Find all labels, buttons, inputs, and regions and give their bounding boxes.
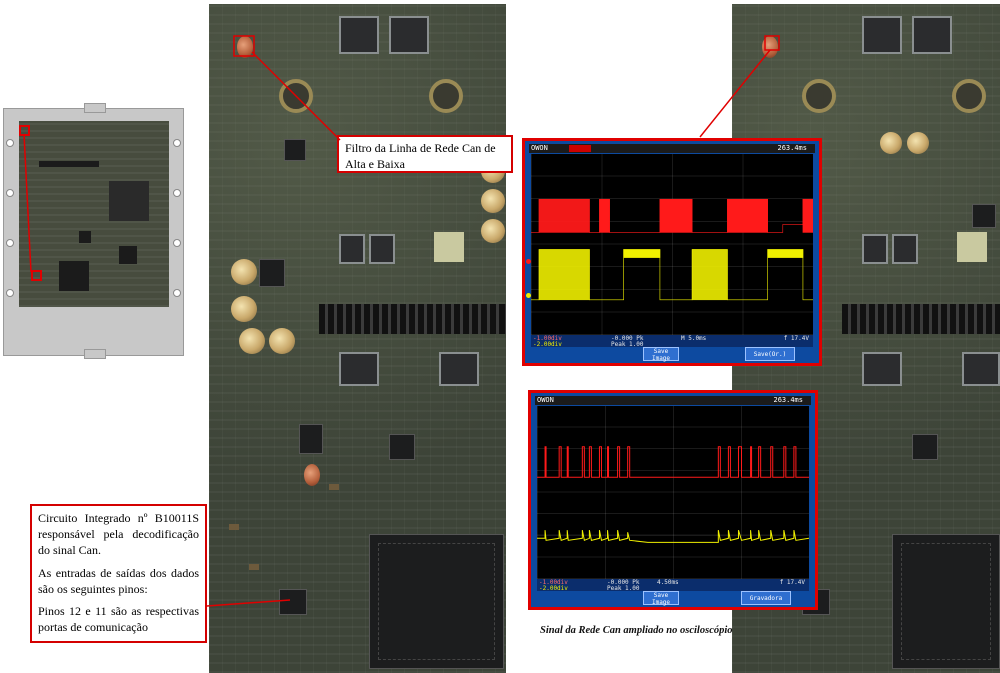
oscilloscope-bottom: OWON 263.4ms -1.00div -2.00div -0.000 Pk…: [528, 390, 818, 610]
trace-can-low-zoom: [537, 530, 809, 543]
oscilloscope-top: OWON 263.4ms -1.00div -2.00d: [522, 138, 822, 366]
callout-ic-pins-intro: As entradas de saídas dos dados são os s…: [38, 565, 199, 596]
scope-bottom-status: -1.00div -2.00div -0.000 Pk Peak 1.00 4.…: [537, 579, 809, 592]
scope-caption: Sinal da Rede Can ampliado no osciloscóp…: [540, 625, 733, 636]
board-mount-tab: [84, 349, 106, 359]
scope-top-traces: [531, 198, 813, 301]
board-hole: [6, 189, 14, 197]
callout-can-filter: Filtro da Linha de Rede Can de Alta e Ba…: [337, 135, 513, 173]
callout-ic-pins-detail: Pinos 12 e 11 são as respectivas portas …: [38, 603, 199, 635]
scope-brand: OWON: [531, 144, 548, 152]
scope-softkey-right[interactable]: Save(Or.): [745, 347, 795, 361]
board-hole: [173, 189, 181, 197]
ch2-level-marker: [526, 293, 531, 298]
thumbnail-marker-ic: [31, 270, 42, 281]
save-image-button[interactable]: Save Image: [643, 347, 679, 362]
board-hole: [173, 239, 181, 247]
board-hole: [173, 139, 181, 147]
timebase: 4.50ms: [657, 579, 679, 586]
thumbnail-marker-filter: [19, 125, 30, 136]
ecu-board-thumbnail: [3, 103, 184, 359]
scope-bottom-header: OWON 263.4ms: [535, 396, 811, 405]
callout-can-filter-line1: Filtro da Linha de Rede Can de: [345, 141, 496, 155]
board-hole: [6, 139, 14, 147]
board-hole: [6, 289, 14, 297]
callout-can-filter-line2: Alta e Baixa: [345, 157, 405, 172]
trigger-level: f 17.4V: [783, 335, 809, 342]
board-mount-tab: [84, 103, 106, 113]
scope-top-header: OWON 263.4ms: [529, 144, 815, 153]
ch1-extra: -0.000 Pk: [611, 335, 644, 342]
ch1-scale: -1.00div: [533, 335, 562, 342]
pcb-closeup-left: [209, 4, 506, 673]
scope-time-readout: 263.4ms: [773, 396, 803, 404]
ch1-level-marker: [526, 259, 531, 264]
ch1-scale: -1.00div: [539, 579, 568, 586]
ch2-scale: -2.00div: [533, 341, 562, 348]
trace-can-high: [531, 198, 813, 233]
ch2-scale: -2.00div: [539, 585, 568, 592]
callout-can-ic: Circuito Integrado nº B10011S responsáve…: [30, 504, 207, 643]
callout-ic-description: Circuito Integrado nº B10011S responsáve…: [38, 511, 199, 558]
scope-bottom-traces: [537, 446, 809, 543]
timebase: M 5.0ms: [681, 335, 707, 342]
save-image-button[interactable]: Save Image: [643, 591, 679, 606]
board-hole: [173, 289, 181, 297]
ch2-extra: Peak 1.00: [607, 585, 640, 592]
trigger-level: f 17.4V: [779, 579, 805, 586]
scope-bottom-screen: [537, 406, 809, 579]
thumbnail-pcb: [19, 121, 169, 307]
ch1-extra: -0.000 Pk: [607, 579, 640, 586]
trace-can-low: [531, 249, 813, 301]
scope-top-status: -1.00div -2.00div -0.000 Pk Peak 1.00 M …: [531, 335, 813, 348]
scope-time-readout: 263.4ms: [777, 144, 807, 152]
scope-softkey-right[interactable]: Gravadora: [741, 591, 791, 605]
board-hole: [6, 239, 14, 247]
scope-trigger-indicator: [569, 145, 591, 152]
scope-brand: OWON: [537, 396, 554, 404]
trace-can-high-zoom: [537, 446, 809, 478]
ch2-extra: Peak 1.00: [611, 341, 644, 348]
scope-top-screen: [531, 154, 813, 335]
